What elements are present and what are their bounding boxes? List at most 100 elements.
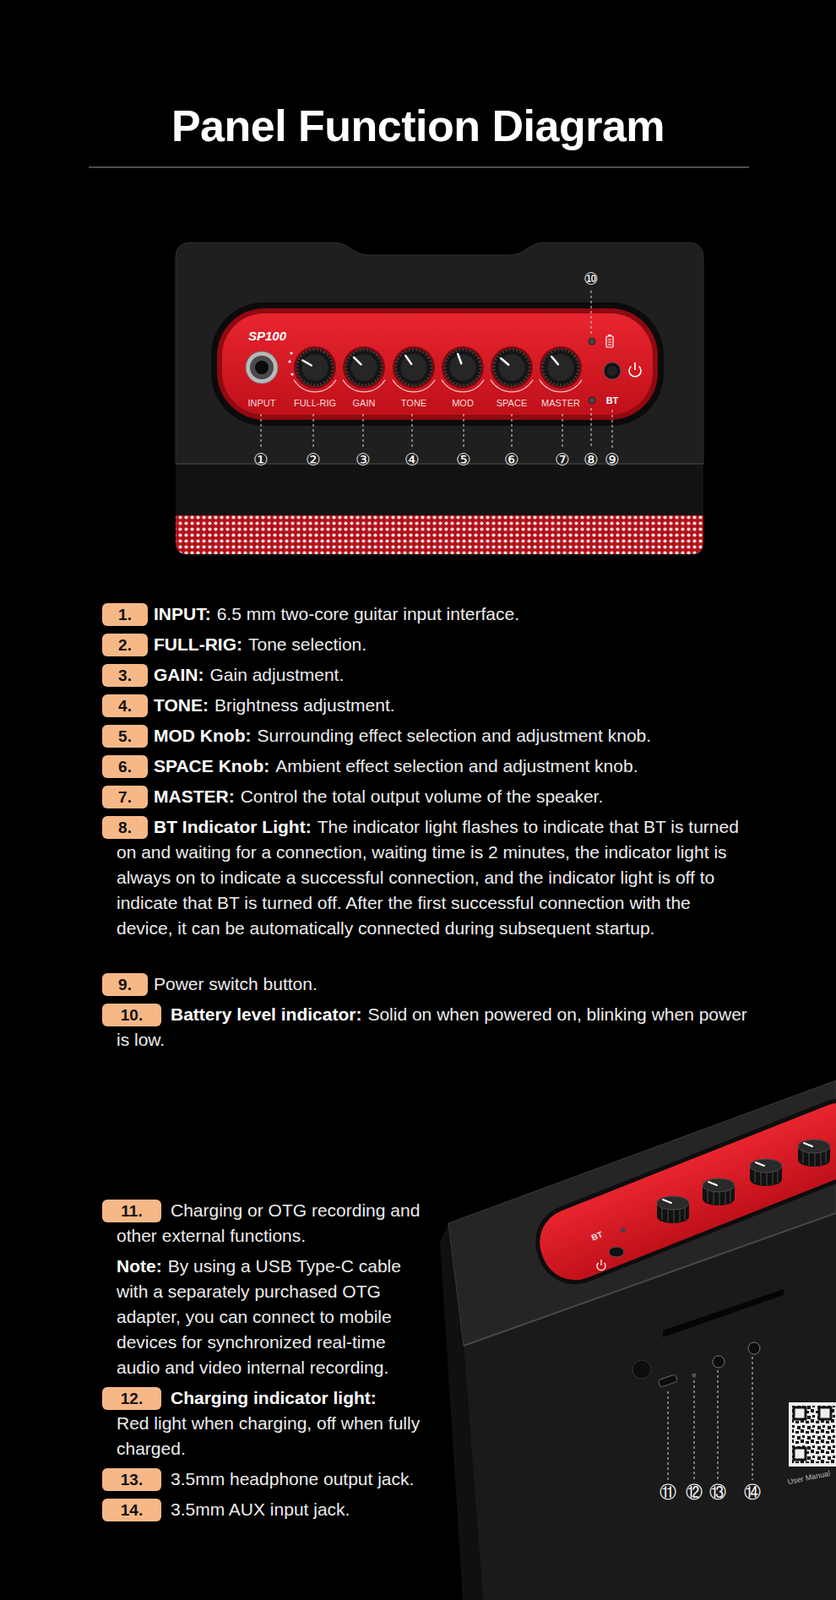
control-label: MASTER (541, 397, 581, 408)
number-badge: 3. (102, 663, 148, 687)
page-title: Panel Function Diagram (0, 99, 836, 152)
item-description: Power switch button. (153, 973, 318, 994)
list-item: 3.5mm AUX input jack. (116, 1496, 425, 1522)
model-name: SP100 (248, 329, 287, 344)
list-item: FULL-RIG:Tone selection. (116, 631, 752, 657)
amp-top-view (531, 337, 591, 397)
number-badge: 4. (102, 694, 148, 717)
leader-line (562, 413, 564, 448)
item-description: Ambient effect selection and adjustment … (275, 755, 638, 776)
amp-top-view (588, 337, 596, 345)
callout-number: ⑫ (685, 1482, 703, 1501)
control-label: MOD (451, 397, 474, 408)
item-description: 6.5 mm two-core guitar input interface. (217, 603, 520, 624)
list-item: Battery level indicator:Solid on when po… (116, 1001, 752, 1053)
amp-top-view (588, 396, 596, 404)
control-label: TONE (401, 397, 427, 408)
item-heading: INPUT: (153, 603, 212, 624)
amp-side-view (600, 1259, 602, 1265)
list-item: INPUT:6.5 mm two-core guitar input inter… (116, 601, 752, 627)
leader-line (591, 290, 592, 336)
leader-line (260, 290, 613, 448)
callout-number: ⑬ (709, 1482, 727, 1501)
item-heading: TONE: (153, 694, 209, 715)
amp-top-view (222, 313, 653, 415)
amp-top-view (384, 337, 444, 397)
amp-top-view (603, 362, 621, 380)
amp-top-view (287, 359, 291, 363)
callout-number: ⑪ (659, 1482, 677, 1501)
badge-number: 8. (118, 818, 132, 836)
amp-top-view (634, 362, 636, 370)
amp-side-view (662, 1288, 784, 1337)
leader-line (694, 1379, 695, 1480)
item-description: 3.5mm headphone output jack. (170, 1468, 414, 1488)
number-badge: 10. (102, 1003, 162, 1026)
leader-line (412, 413, 413, 448)
item-heading: Note: (116, 1255, 163, 1276)
leader-line (612, 409, 614, 448)
title-rule (88, 167, 750, 169)
list-item: Charging indicator light:Red light when … (116, 1384, 425, 1461)
amp-side-view (749, 1158, 782, 1186)
leader-line (313, 413, 315, 448)
amp-top-view (482, 337, 542, 397)
amp-top-view (606, 336, 614, 348)
callout-number: ⑭ (743, 1482, 761, 1501)
item-description: Control the total output volume of the s… (240, 786, 604, 806)
callout-number: ⑦ (554, 450, 570, 469)
amp-side-view (529, 1092, 836, 1291)
leader-line (667, 1356, 753, 1480)
control-label: BT (606, 395, 619, 406)
amp-top-view (175, 242, 704, 464)
leader-line (260, 413, 262, 448)
item-description: 3.5mm AUX input jack. (170, 1498, 350, 1519)
amp-top-view (608, 339, 612, 341)
badge-number: 1. (118, 605, 132, 624)
callout-number: ① (253, 450, 269, 469)
amp-side-view (632, 1359, 652, 1379)
item-description: Surrounding effect selection and adjustm… (256, 725, 652, 745)
amp-top-view (435, 340, 490, 395)
list-item: MOD Knob:Surrounding effect selection an… (116, 722, 752, 749)
amp-top-view (217, 308, 658, 420)
leader-line (363, 413, 364, 448)
item-heading: Charging indicator light: (170, 1387, 377, 1407)
number-badge: 6. (102, 754, 148, 778)
callout-number: ③ (355, 450, 371, 469)
control-label: FULL-RIG (293, 397, 337, 408)
control-label: GAIN (352, 397, 376, 408)
number-badge: 14. (102, 1498, 162, 1521)
list-item: Charging or OTG recording and other exte… (116, 1197, 425, 1249)
amp-top-view (608, 344, 612, 346)
leader-line (511, 413, 513, 448)
amp-side-view (608, 1246, 625, 1257)
number-badge: 13. (102, 1467, 162, 1491)
list-item: SPACE Knob:Ambient effect selection and … (116, 753, 752, 779)
item-description: Brightness adjustment. (214, 694, 396, 715)
amp-top-view (608, 334, 612, 337)
item-heading: MOD Knob: (153, 725, 251, 745)
amp-side-view (792, 1405, 836, 1463)
number-badge: 5. (102, 724, 148, 748)
amp-side-view (793, 1406, 806, 1419)
item-heading: BT Indicator Light: (153, 816, 312, 836)
callout-number: ⑩ (583, 269, 599, 288)
control-label: SPACE (496, 397, 527, 408)
badge-number: 4. (118, 696, 132, 715)
leader-line (591, 407, 592, 448)
number-badge: 9. (102, 972, 148, 996)
badge-number: 12. (120, 1389, 143, 1407)
list-item: GAIN:Gain adjustment. (116, 662, 752, 688)
badge-number: 7. (118, 787, 132, 806)
amp-top-view (334, 337, 395, 398)
badge-number: 5. (118, 727, 132, 745)
leader-line (463, 413, 465, 448)
list-item: 3.5mm headphone output jack. (116, 1465, 425, 1492)
amp-top-view (249, 355, 274, 380)
amp-side-view (793, 1447, 806, 1460)
amp-top-view (175, 242, 704, 556)
amp-side-view (819, 1406, 831, 1419)
amp-side-view (463, 1212, 836, 1600)
